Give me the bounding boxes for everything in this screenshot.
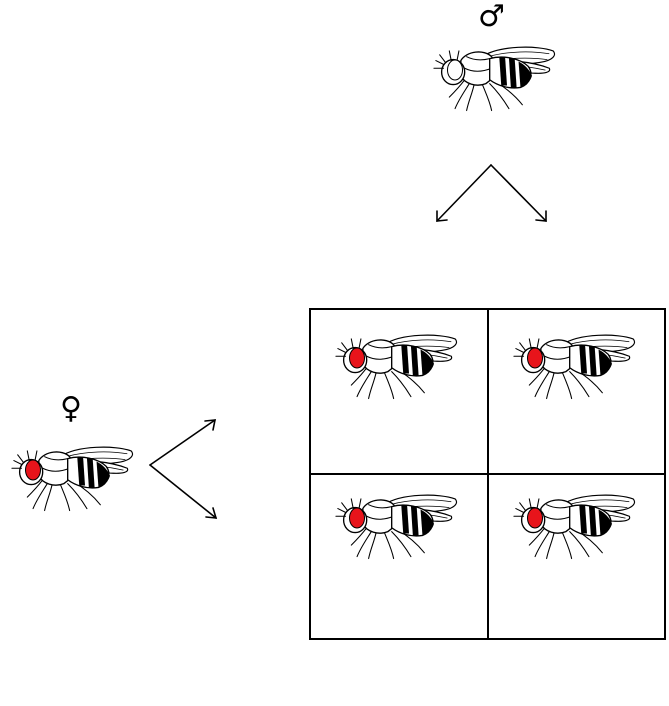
female-parent: ♀ <box>11 391 134 512</box>
offspring-fly-eye <box>527 347 543 369</box>
male-split-arrows <box>436 164 547 222</box>
male-symbol: ♂ <box>478 0 505 34</box>
offspring-cell-2 <box>513 334 636 400</box>
male-parent: ♂ <box>433 0 556 112</box>
male-fly-eye <box>447 59 463 81</box>
offspring-cell-1 <box>335 334 458 400</box>
offspring-fly-eye <box>349 507 365 529</box>
male-fly-icon <box>433 46 556 112</box>
offspring-cell-3 <box>335 494 458 560</box>
offspring-fly-eye <box>527 507 543 529</box>
punnett-square <box>309 308 666 640</box>
offspring-fly-eye <box>349 347 365 369</box>
female-fly-eye <box>25 459 41 481</box>
female-fly-icon <box>11 446 134 512</box>
female-symbol: ♀ <box>60 391 82 426</box>
female-split-arrows <box>149 419 218 519</box>
offspring-cell-4 <box>513 494 636 560</box>
